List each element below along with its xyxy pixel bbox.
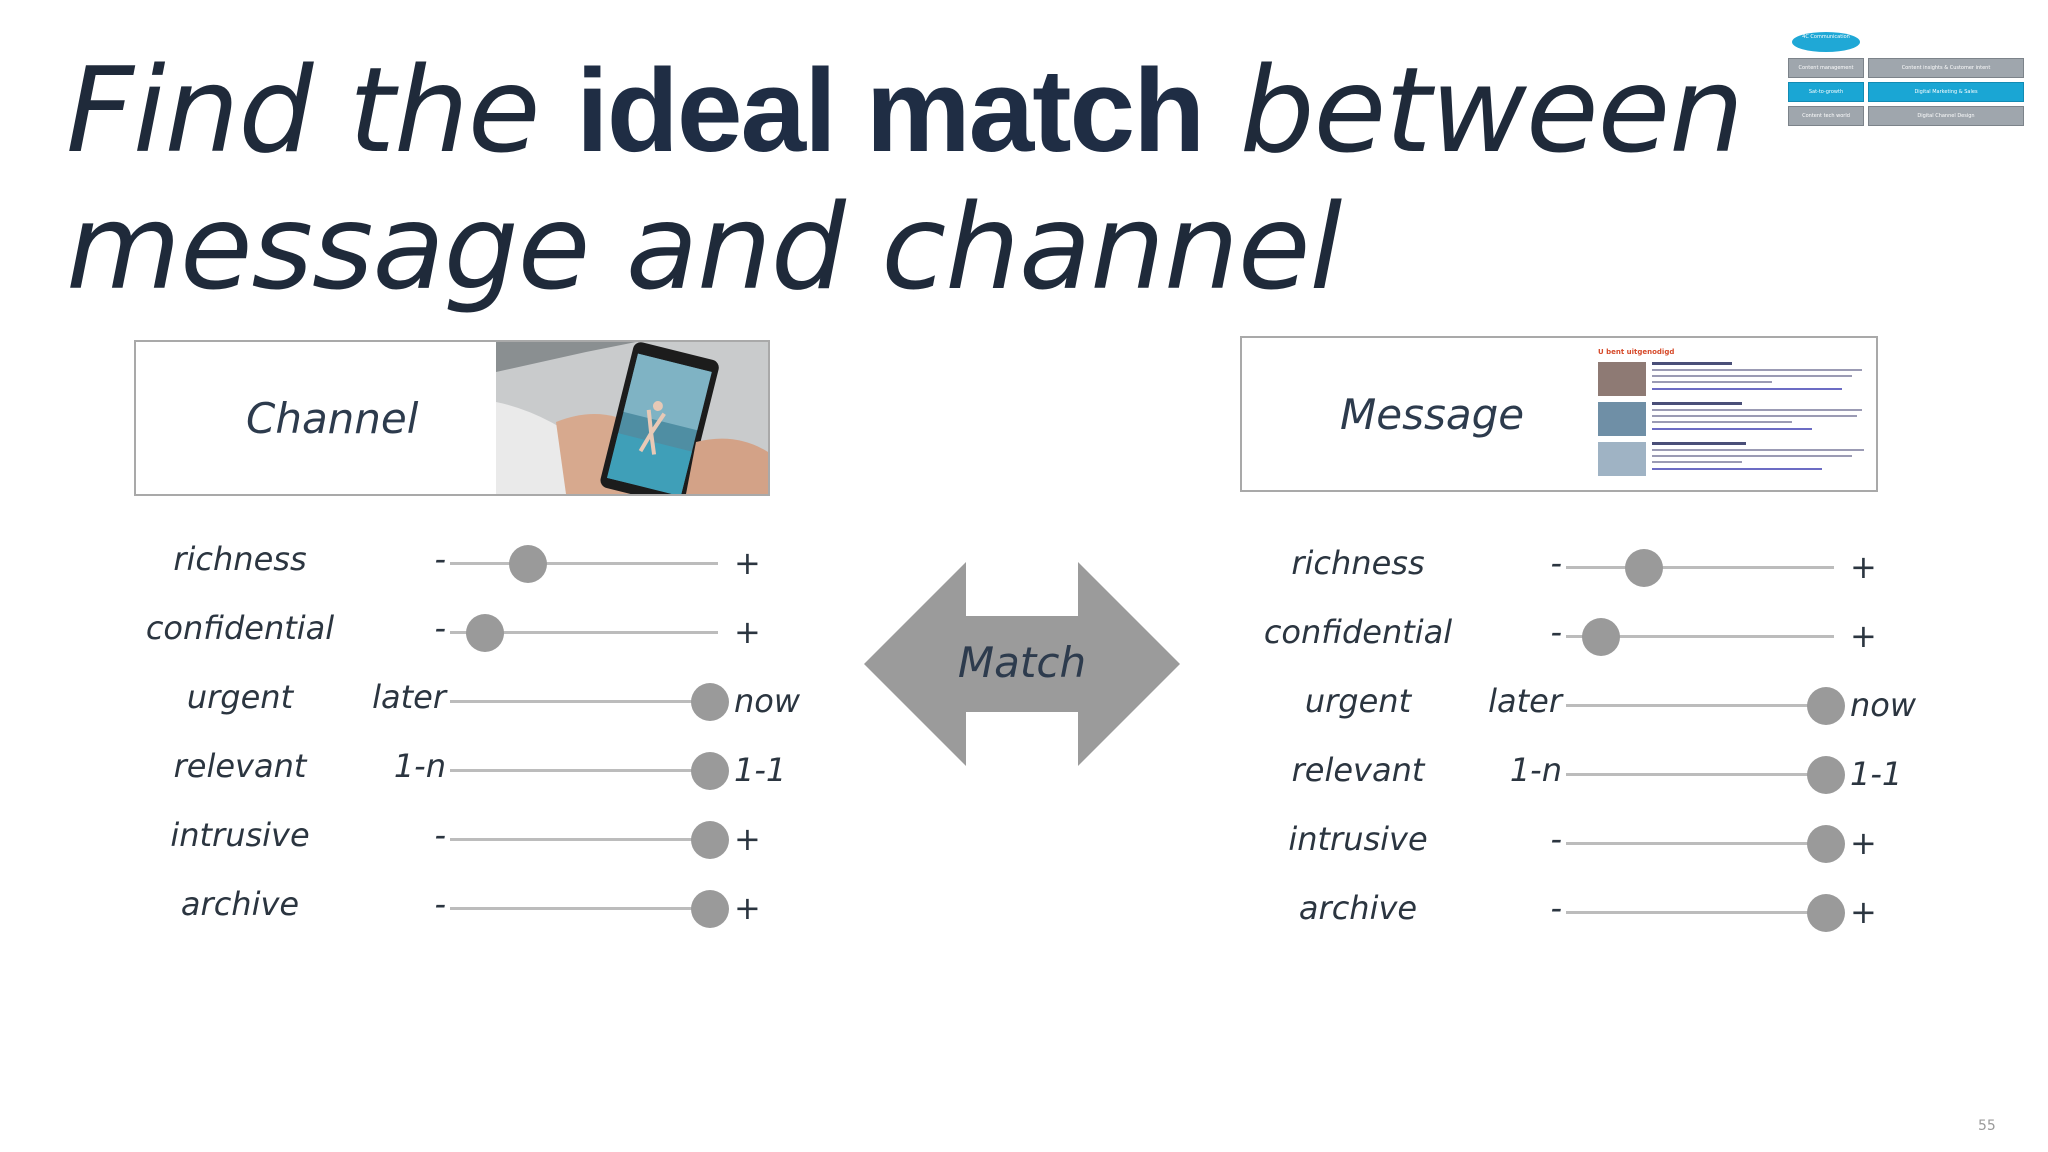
slider-label: relevant xyxy=(1291,751,1425,789)
slider-track[interactable] xyxy=(450,769,718,772)
slider-knob[interactable] xyxy=(690,890,729,928)
slider-label: archive xyxy=(180,885,300,923)
message-card-label: Message xyxy=(1340,390,1525,439)
slider-track[interactable] xyxy=(450,907,718,910)
nav-item[interactable]: Content insights & Customer intent xyxy=(1868,58,2024,78)
slider-track[interactable] xyxy=(1566,635,1834,638)
slider-knob[interactable] xyxy=(1806,825,1845,863)
slider-label: relevant xyxy=(173,747,307,785)
channel-card-label: Channel xyxy=(246,394,419,443)
title-part2: between xyxy=(1203,41,1744,179)
slider-label: confidential xyxy=(145,609,335,647)
newsletter-heading: U bent uitgenodigd xyxy=(1598,348,1675,356)
slider-high-label: 1-1 xyxy=(1850,755,1903,793)
slider-track[interactable] xyxy=(1566,773,1834,776)
newsletter-illustration xyxy=(1598,362,1864,476)
slider-low-label: - xyxy=(434,885,446,923)
slider-high-label: + xyxy=(1850,824,1877,862)
nav-item[interactable]: Sat-to-growth xyxy=(1788,82,1864,102)
match-label: Match xyxy=(957,638,1087,687)
double-arrow-icon xyxy=(864,562,1180,766)
slider-low-label: - xyxy=(434,540,446,578)
slider-track[interactable] xyxy=(450,838,718,841)
slider-low-label: 1-n xyxy=(393,747,446,785)
smartphone-photo xyxy=(496,342,768,494)
slider-label: intrusive xyxy=(170,816,310,854)
newsletter-thumbnail: U bent uitgenodigd xyxy=(1596,348,1870,484)
slider-high-label: + xyxy=(734,613,761,651)
slider-high-label: + xyxy=(734,820,761,858)
slider-label: confidential xyxy=(1263,613,1453,651)
slider-track[interactable] xyxy=(1566,842,1834,845)
slider-high-label: + xyxy=(1850,617,1877,655)
slider-label: richness xyxy=(1291,544,1425,582)
page-number: 55 xyxy=(1978,1118,1996,1134)
slider-knob[interactable] xyxy=(1806,687,1845,725)
channel-card: Channel xyxy=(134,340,770,496)
slider-low-label: later xyxy=(372,678,446,716)
slider-low-label: later xyxy=(1488,682,1562,720)
slider-track[interactable] xyxy=(1566,911,1834,914)
slider-high-label: + xyxy=(1850,893,1877,931)
slider-track[interactable] xyxy=(450,700,718,703)
slider-high-label: + xyxy=(734,544,761,582)
nav-item[interactable]: Content tech world xyxy=(1788,106,1864,126)
slider-track[interactable] xyxy=(450,562,718,565)
nav-item[interactable]: Digital Marketing & Sales xyxy=(1868,82,2024,102)
slider-knob[interactable] xyxy=(690,752,729,790)
slider-knob[interactable] xyxy=(508,545,547,583)
slider-track[interactable] xyxy=(450,631,718,634)
message-card: Message U bent uitgenodigd xyxy=(1240,336,1878,492)
slider-track[interactable] xyxy=(1566,704,1834,707)
nav-item[interactable]: Content management xyxy=(1788,58,1864,78)
slider-knob[interactable] xyxy=(690,683,729,721)
slider-low-label: - xyxy=(1550,544,1562,582)
slider-knob[interactable] xyxy=(1806,894,1845,932)
slider-knob[interactable] xyxy=(465,614,504,652)
slider-track[interactable] xyxy=(1566,566,1834,569)
slider-knob[interactable] xyxy=(1581,618,1620,656)
hand-phone-illustration xyxy=(496,342,768,494)
slider-label: richness xyxy=(173,540,307,578)
title-line2: message and channel xyxy=(66,178,1342,316)
slider-high-label: now xyxy=(1850,686,1917,724)
slider-high-label: now xyxy=(734,682,801,720)
slider-label: urgent xyxy=(186,678,294,716)
slider-low-label: 1-n xyxy=(1509,751,1562,789)
slider-high-label: 1-1 xyxy=(734,751,787,789)
match-arrow: Match xyxy=(864,562,1180,766)
slider-label: archive xyxy=(1298,889,1418,927)
slider-knob[interactable] xyxy=(1806,756,1845,794)
section-navigator: 4C Communication Content management Cont… xyxy=(1788,32,2024,132)
nav-pill[interactable]: 4C Communication xyxy=(1792,32,1860,52)
slider-high-label: + xyxy=(1850,548,1877,586)
slider-label: urgent xyxy=(1304,682,1412,720)
slider-label: intrusive xyxy=(1288,820,1428,858)
nav-item[interactable]: Digital Channel Design xyxy=(1868,106,2024,126)
slider-low-label: - xyxy=(1550,613,1562,651)
title-part1: Find the xyxy=(66,41,577,179)
slider-high-label: + xyxy=(734,889,761,927)
slider-low-label: - xyxy=(434,816,446,854)
slider-low-label: - xyxy=(1550,820,1562,858)
slider-low-label: - xyxy=(434,609,446,647)
slider-low-label: - xyxy=(1550,889,1562,927)
slider-knob[interactable] xyxy=(1624,549,1663,587)
title-bold: ideal match xyxy=(576,45,1205,177)
slider-knob[interactable] xyxy=(690,821,729,859)
